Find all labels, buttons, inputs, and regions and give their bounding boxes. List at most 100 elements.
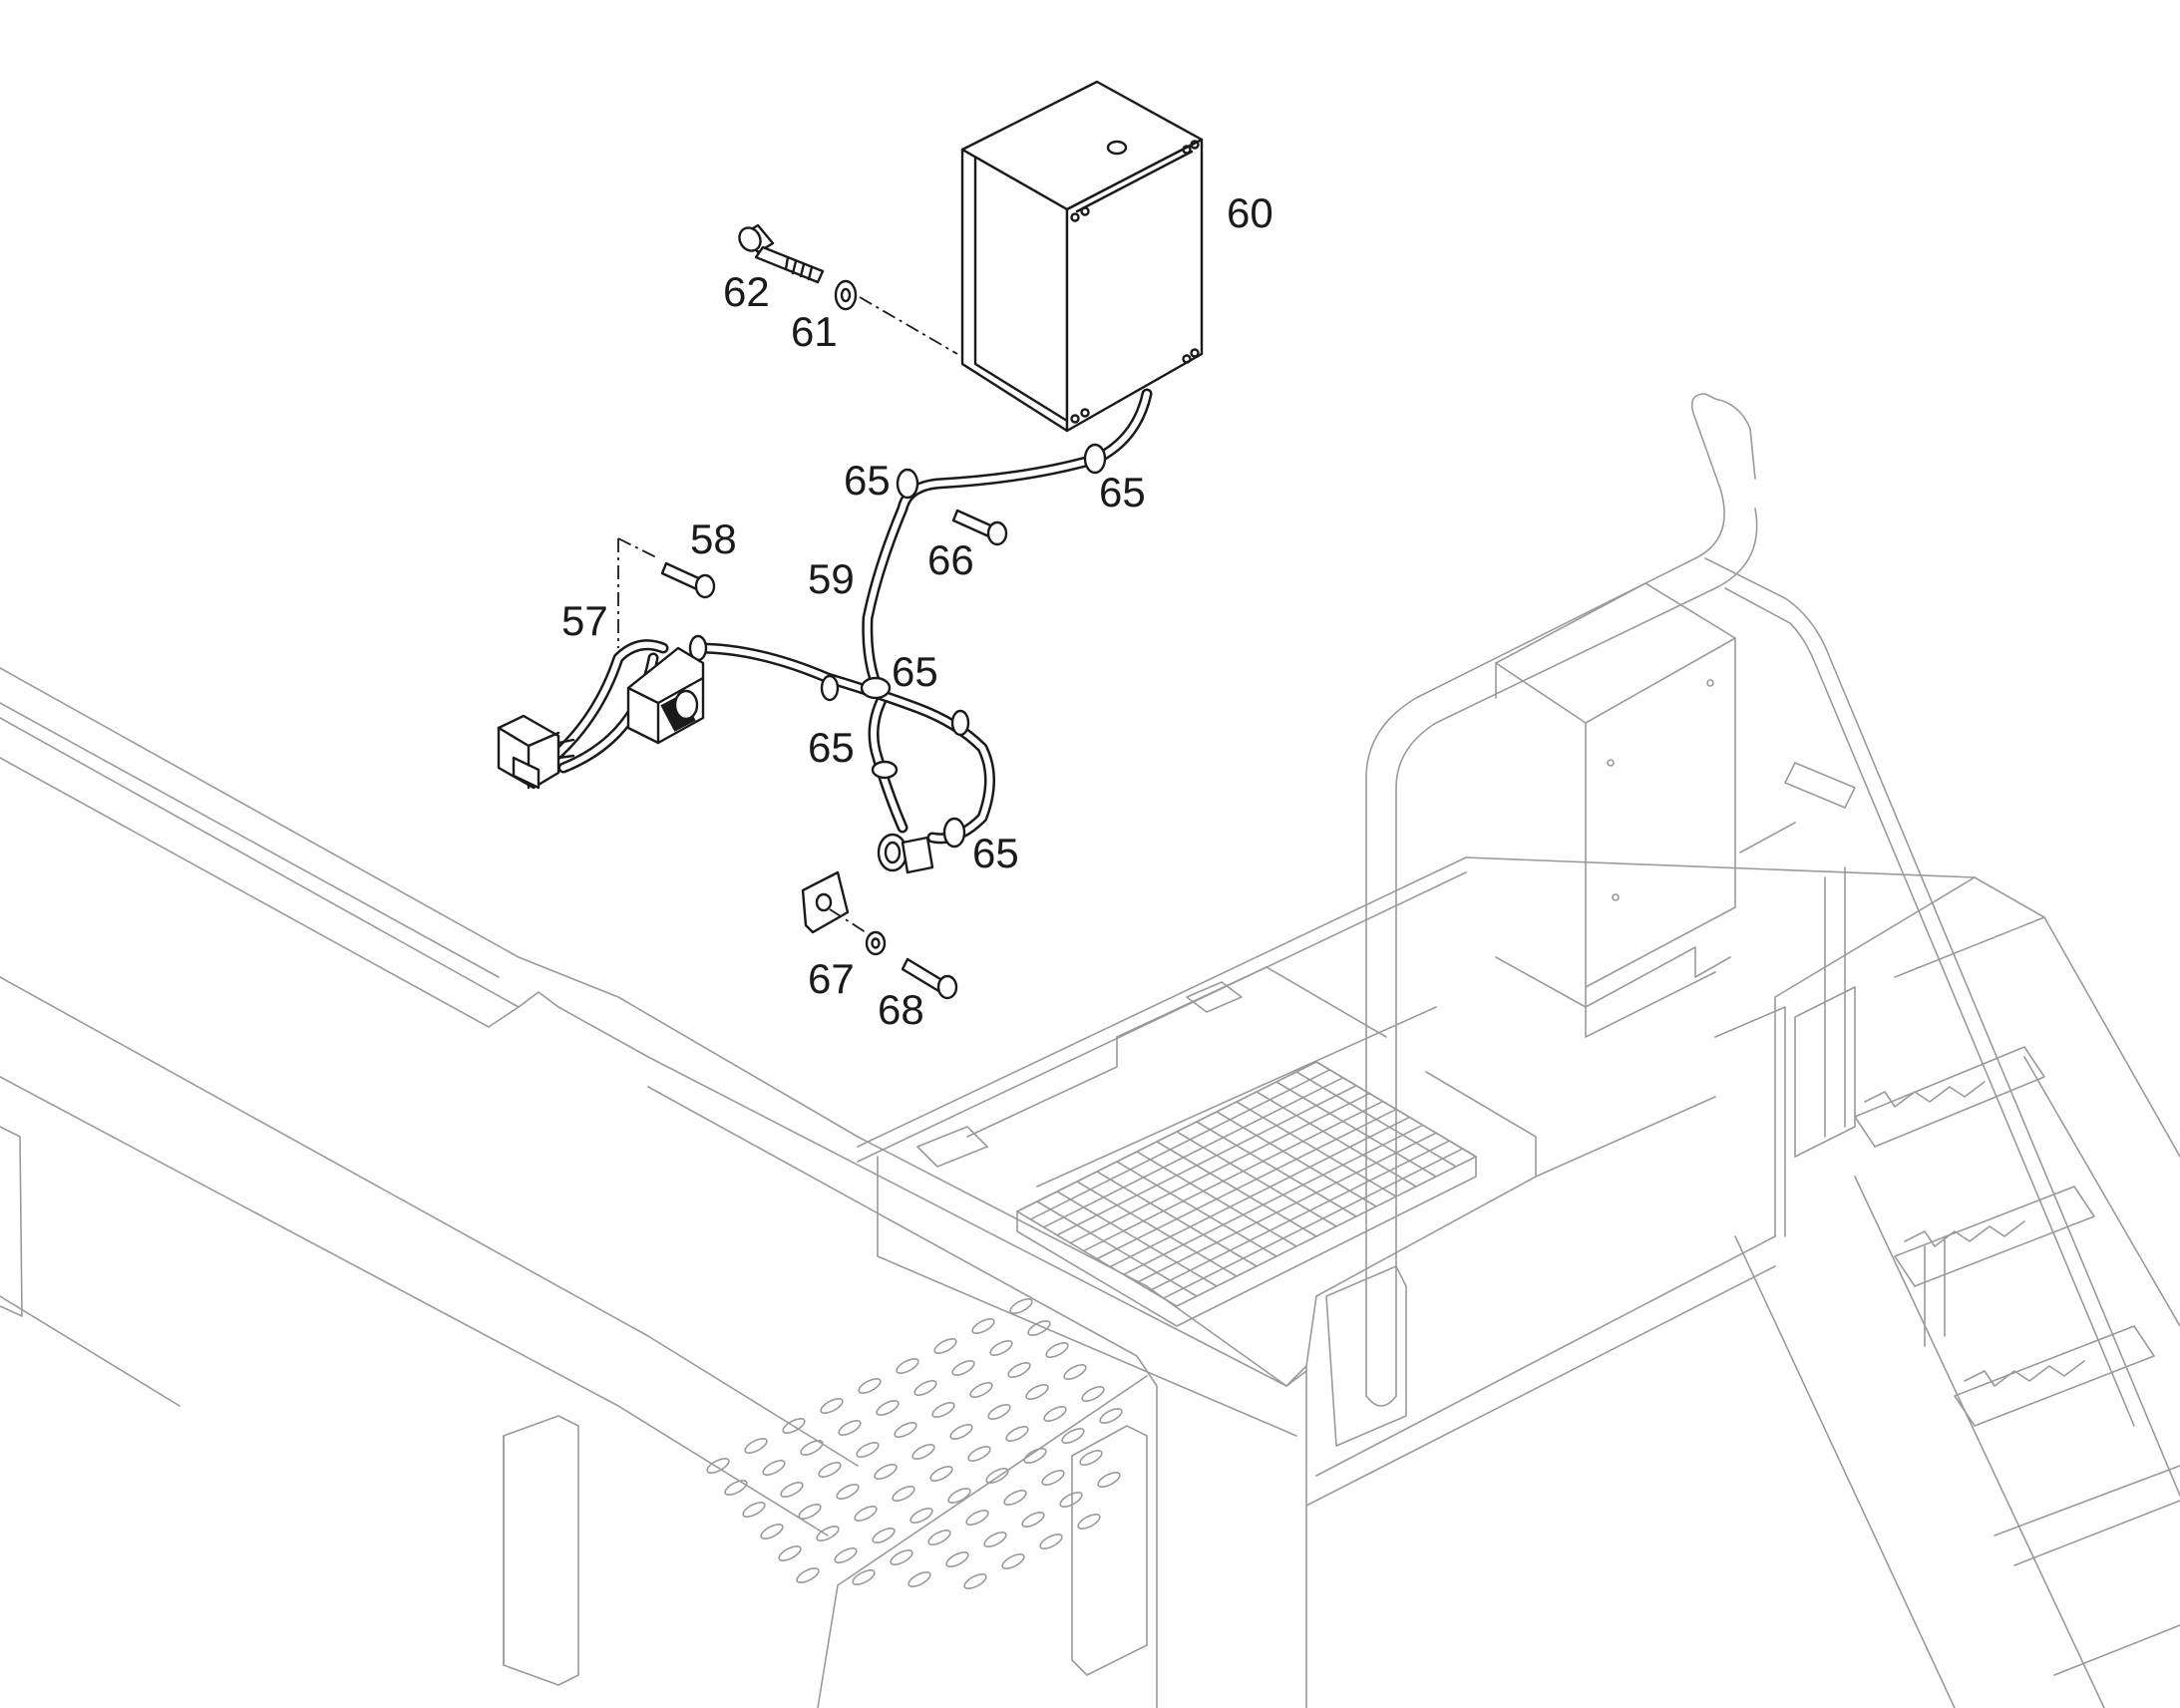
mounting-plate-part-67 [801,870,887,956]
plate-perforation [1059,1492,1083,1508]
plate-perforation [945,1551,969,1567]
mounting-bracket [1495,582,1736,1038]
plate-perforation [872,1528,896,1543]
callout-60: 60 [1227,189,1273,236]
plate-perforation [911,1444,935,1460]
callout-58: 58 [690,515,737,562]
plate-perforation [820,1398,844,1414]
screw-part-68 [901,957,958,1000]
plate-perforation [927,1530,951,1545]
callout-65: 65 [808,724,855,771]
plate-perforation [1097,1472,1121,1488]
grating-bar [1109,1116,1411,1268]
plate-perforation [989,1340,1013,1356]
plate-perforation [1045,1342,1069,1358]
plate-perforation [1027,1320,1051,1336]
plate-perforation [852,1569,876,1585]
plate-perforation [1023,1448,1047,1464]
plate-perforation [780,1482,804,1498]
screw-part-66 [951,509,1008,546]
plate-perforation [894,1422,917,1438]
plate-perforation [951,1360,975,1376]
callout-62: 62 [723,268,770,315]
plate-perforation [858,1378,882,1394]
plate-perforation [931,1402,955,1418]
plate-perforation [1001,1553,1025,1569]
plate-perforation [874,1464,898,1480]
plate-perforation [762,1460,786,1476]
grating-bar [1042,1077,1344,1228]
callout-65: 65 [972,830,1019,876]
cable-clamp-part-65 [688,443,1107,849]
plate-perforation [1005,1426,1029,1442]
plate-perforation [1003,1490,1027,1506]
callout-65: 65 [844,457,891,504]
plate-perforation [856,1442,880,1458]
plate-perforation [744,1438,768,1454]
plate-perforation [1077,1514,1101,1530]
enclosure-box-part-60 [960,80,1204,433]
plate-perforation [929,1466,953,1482]
screw-part-58 [617,537,716,599]
plate-perforation [1079,1450,1103,1466]
plate-perforation [896,1358,919,1374]
plate-perforation [706,1458,730,1474]
plate-perforation [838,1420,862,1436]
plate-perforation [876,1400,900,1416]
plate-perforation [969,1382,993,1398]
grating-bar [1136,1132,1437,1284]
plate-perforation [854,1506,878,1522]
plate-perforation [971,1318,995,1334]
plate-perforation [890,1549,913,1565]
plate-perforation [1009,1298,1033,1314]
plate-perforation [983,1532,1007,1547]
plate-perforation [913,1380,937,1396]
plate-perforation [949,1424,973,1440]
plate-perforation [987,1404,1011,1420]
grating-bar [1029,1069,1331,1220]
plate-perforation [836,1484,860,1500]
callout-66: 66 [927,536,974,583]
plate-perforation [1063,1364,1087,1380]
callout-68: 68 [878,986,924,1033]
callout-67: 67 [808,955,855,1002]
plate-perforation [963,1573,987,1589]
grating-bar [1082,1100,1384,1252]
plate-perforation [908,1571,931,1587]
plate-perforation [1099,1408,1123,1424]
callout-65: 65 [1099,469,1146,515]
handrail [1365,393,2180,1497]
plate-perforation [798,1504,822,1520]
plate-perforation [1041,1470,1065,1486]
plate-perforation [967,1446,991,1462]
plate-perforation [1081,1386,1105,1402]
grating-bar [1176,1156,1477,1307]
callout-65: 65 [892,648,938,695]
deck-grating [1016,1061,1477,1327]
plate-perforation [909,1508,933,1524]
plate-perforation [965,1510,989,1526]
bolt-part-62 [738,223,825,284]
plate-perforation [1007,1362,1031,1378]
plate-perforation [742,1502,766,1518]
grating-bar [1162,1148,1464,1299]
paver-frame [0,667,2180,1708]
plate-perforation [985,1468,1009,1484]
plate-perforation [1043,1406,1067,1422]
callout-59: 59 [808,555,855,602]
plate-perforation [1021,1512,1045,1528]
plate-perforation [1061,1428,1085,1444]
plate-perforation [816,1526,840,1541]
grating-bar [1149,1140,1451,1291]
grating-bar [1016,1061,1317,1212]
plate-perforation [892,1486,915,1502]
round-connector [877,833,934,874]
connector-assembly-part-57 [497,538,705,790]
plate-perforation [933,1338,957,1354]
perforated-step-plate [706,1298,1123,1589]
plate-perforation [724,1480,748,1496]
plate-perforation [1039,1534,1063,1549]
plate-perforation [796,1567,820,1583]
plate-perforation [947,1488,971,1504]
